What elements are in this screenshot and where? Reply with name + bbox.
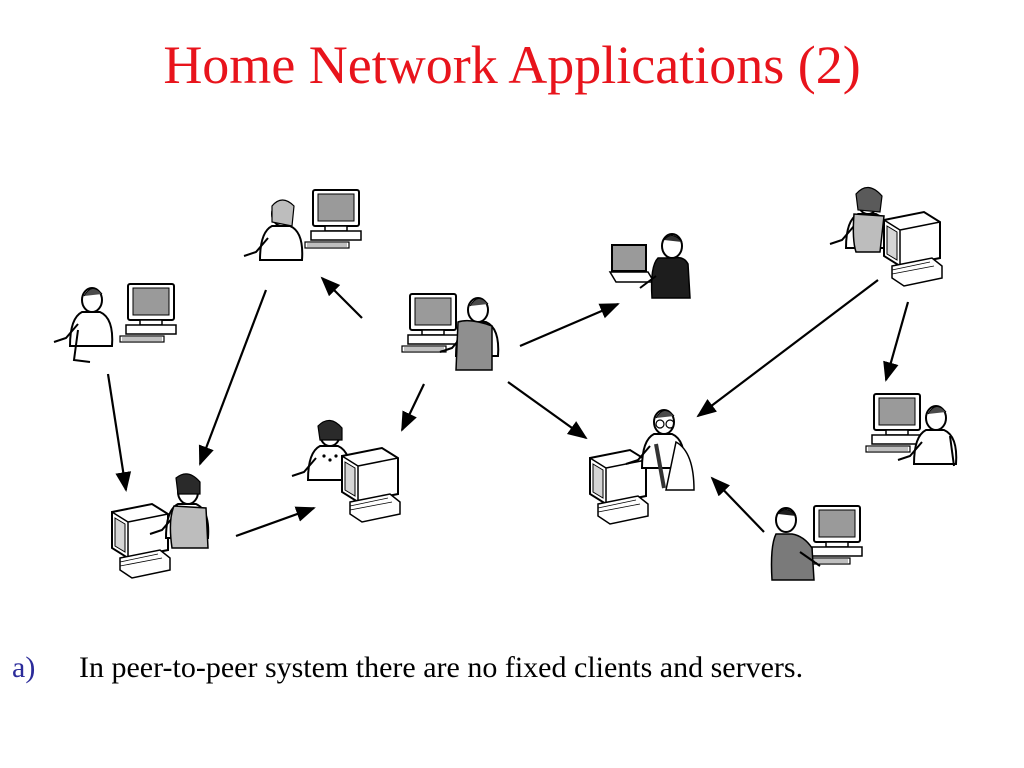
arrow-far-left-to-bottom-left — [106, 373, 132, 492]
node-man-bottom-right — [770, 505, 863, 581]
person-at-desktop-icon — [770, 505, 863, 581]
connection-arrows — [106, 276, 910, 538]
node-man-laptop — [608, 233, 691, 299]
arrow-top-right-to-center-bottom — [696, 279, 879, 418]
person-at-desktop-icon — [865, 393, 958, 467]
list-marker: a) — [12, 651, 36, 684]
person-at-desktop-icon — [589, 409, 695, 525]
node-man-right — [865, 393, 958, 467]
person-at-desktop-icon — [401, 293, 500, 371]
person-at-desktop-icon — [291, 419, 401, 523]
node-woman-top-left — [243, 189, 362, 261]
arrow-bottom-right-to-center-bottom — [710, 476, 765, 533]
node-man-center — [401, 293, 500, 371]
node-woman-bottom-left — [111, 473, 210, 579]
node-man-center-bottom — [589, 409, 695, 525]
arrow-center-to-center-bottom — [507, 381, 588, 440]
person-at-desktop-icon — [111, 473, 210, 579]
arrow-center-to-laptop — [519, 302, 620, 348]
person-at-desktop-icon — [243, 189, 362, 261]
caption-text: In peer-to-peer system there are no fixe… — [79, 651, 804, 684]
person-at-desktop-icon — [829, 186, 943, 287]
arrow-bottom-left-to-middle — [235, 506, 316, 538]
node-man-far-left — [53, 283, 177, 363]
arrow-center-to-middle — [401, 383, 425, 432]
person-at-desktop-icon — [53, 283, 177, 363]
arrow-center-to-top-left — [320, 276, 363, 319]
person-at-laptop-icon — [608, 233, 691, 299]
arrow-top-left-to-bottom-left — [198, 289, 268, 466]
node-woman-middle — [291, 419, 401, 523]
arrow-top-right-to-right — [883, 301, 910, 382]
slide-title: Home Network Applications (2) — [163, 35, 861, 95]
node-woman-top-right — [829, 186, 943, 287]
